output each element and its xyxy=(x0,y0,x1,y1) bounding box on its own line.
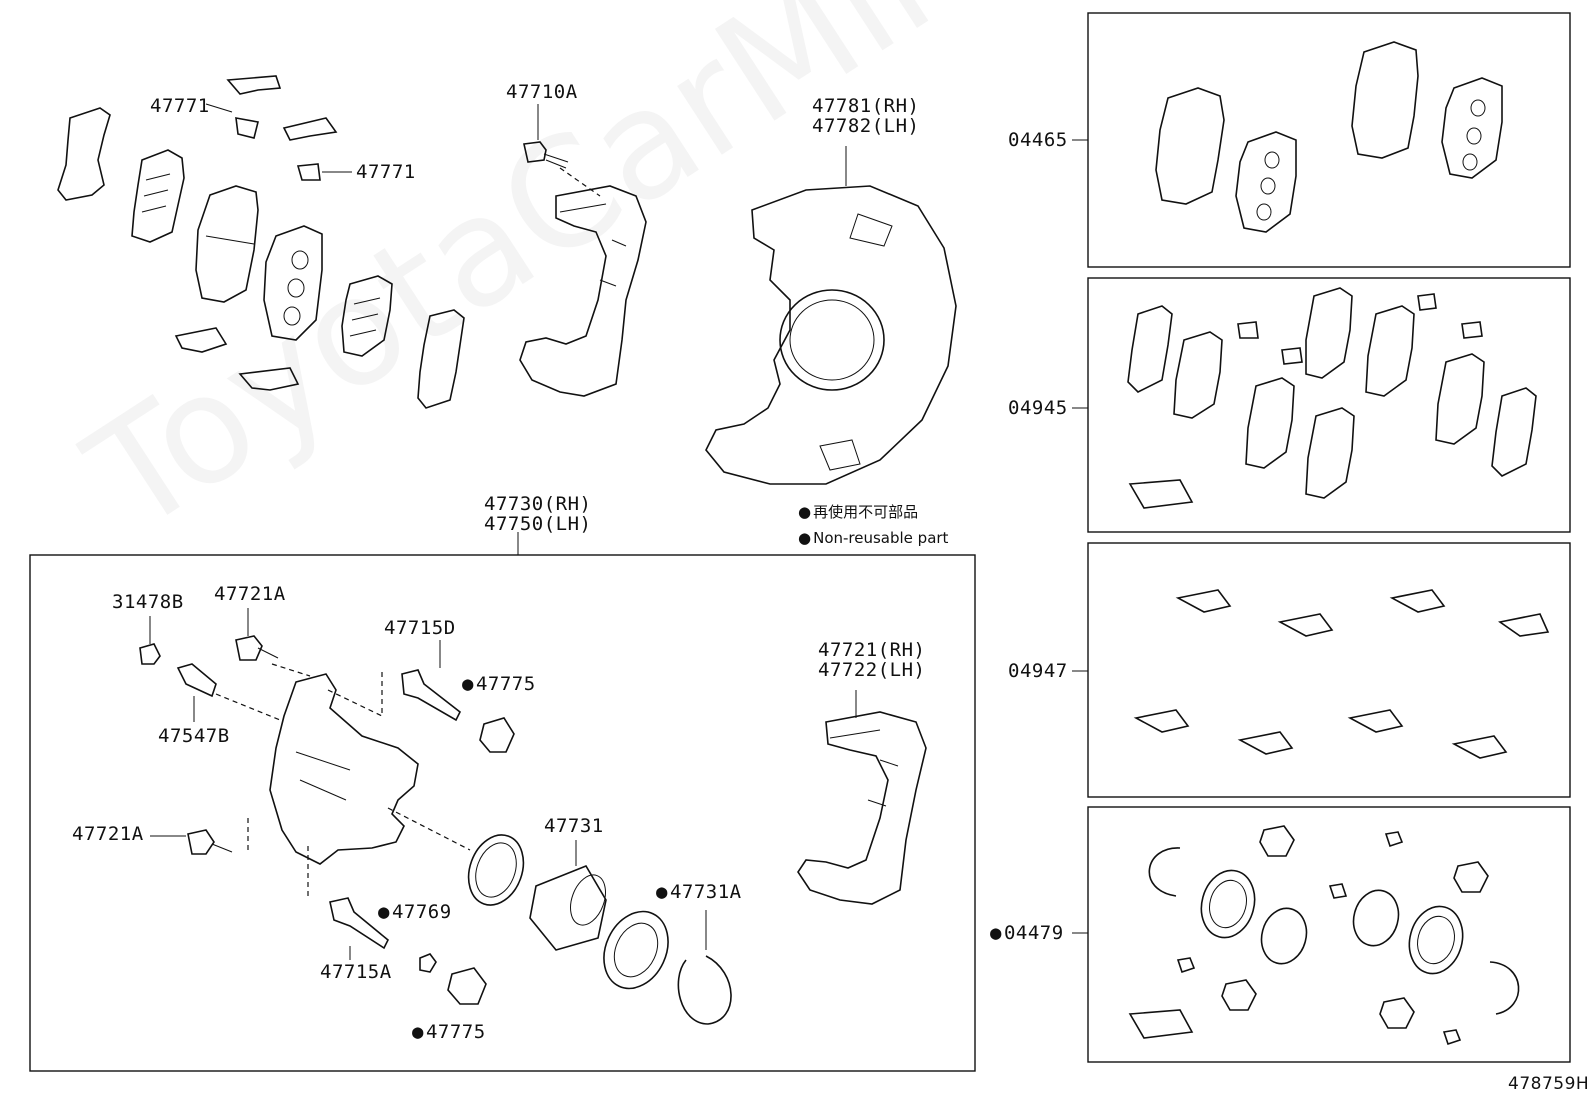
kit-box-04945 xyxy=(1087,277,1571,533)
shim-inner-left xyxy=(131,149,185,243)
kit-box-04465 xyxy=(1087,12,1571,268)
part-number-47771-right: 47771 xyxy=(356,161,416,183)
part-number-47710a: 47710A xyxy=(506,81,578,103)
kit-number-04465: 04465 xyxy=(1008,129,1068,151)
slide-pin-lower xyxy=(329,897,390,950)
legend-en: Non-reusable part xyxy=(798,528,948,548)
bleeder-small xyxy=(419,953,437,973)
part-number-47769: 47769 xyxy=(378,902,452,922)
caliper-assembly-box xyxy=(29,554,976,1072)
part-number-47547b: 47547B xyxy=(158,725,230,747)
part-number-47730-rh: 47730(RH) xyxy=(484,493,592,515)
anti-squeal-shim-inner xyxy=(417,309,465,409)
disc-brake-dust-cover xyxy=(705,185,957,485)
pin-boot-lower xyxy=(447,967,487,1005)
cylinder-body xyxy=(269,673,419,865)
part-number-47715d: 47715D xyxy=(384,617,456,639)
part-number-47782-lh: 47782(LH) xyxy=(812,115,920,137)
part-number-31478b: 31478B xyxy=(112,591,184,613)
mounting-bracket xyxy=(519,185,647,397)
caliper-support xyxy=(797,711,927,905)
kit-number-04947: 04947 xyxy=(1008,660,1068,682)
part-number-47775-low: 47775 xyxy=(412,1022,486,1042)
pin-boot-top xyxy=(479,717,515,753)
kit-number-04479: 04479 xyxy=(990,923,1064,943)
bleeder-plug xyxy=(176,663,217,698)
part-number-47721a-low: 47721A xyxy=(72,823,144,845)
kit-number-04945: 04945 xyxy=(1008,397,1068,419)
part-number-47731a: 47731A xyxy=(656,882,742,902)
bleeder-cap xyxy=(139,643,161,665)
part-number-47731: 47731 xyxy=(544,815,604,837)
pad-support-clips xyxy=(174,75,338,391)
slide-pin-top xyxy=(401,669,462,722)
bushing-lower xyxy=(187,829,233,855)
caliper-piston xyxy=(529,865,607,951)
set-ring xyxy=(677,955,732,1025)
part-number-47750-lh: 47750(LH) xyxy=(484,513,592,535)
anti-squeal-shim-outer xyxy=(57,107,111,201)
part-number-47781-rh: 47781(RH) xyxy=(812,95,920,117)
part-number-47775-top: 47775 xyxy=(462,674,536,694)
piston-seal xyxy=(467,834,525,906)
kit-04479-seals xyxy=(1128,825,1520,1046)
part-number-47722-lh: 47722(LH) xyxy=(818,659,926,681)
bracket-bolt xyxy=(523,141,569,169)
kit-box-04947 xyxy=(1087,542,1571,798)
legend-jp: 再使用不可部品 xyxy=(798,502,918,522)
kit-04947-clips xyxy=(1133,589,1550,759)
cylinder-boot xyxy=(603,910,669,990)
kit-box-04479 xyxy=(1087,806,1571,1063)
part-number-47721a-top: 47721A xyxy=(214,583,286,605)
brake-pad-outer xyxy=(195,185,259,303)
part-number-47721-rh: 47721(RH) xyxy=(818,639,926,661)
bushing-top xyxy=(235,635,279,661)
part-number-47771-top: 47771 xyxy=(150,95,210,117)
diagram-code: 478759H xyxy=(1508,1074,1590,1094)
shim-inner-right xyxy=(341,275,393,357)
kit-04945-shims xyxy=(1127,287,1537,509)
brake-pad-inner xyxy=(263,225,323,341)
part-number-47715a: 47715A xyxy=(320,961,392,983)
kit-04465-pads xyxy=(1155,41,1503,233)
